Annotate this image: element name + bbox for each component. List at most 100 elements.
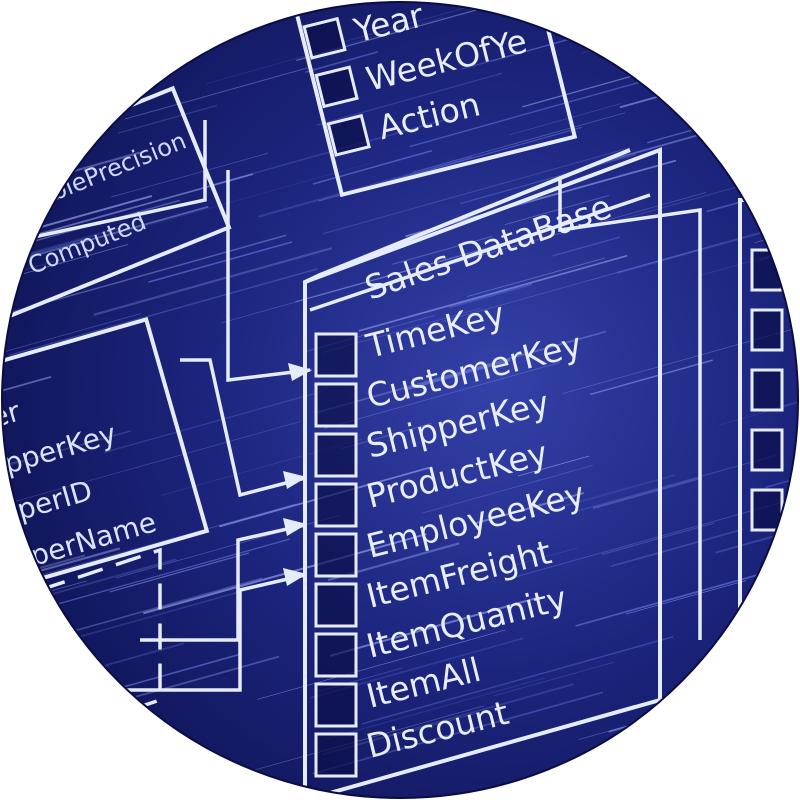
light-streak: [2, 430, 131, 473]
light-streak: [2, 376, 52, 397]
light-streak: [517, 455, 590, 477]
light-streak: [2, 107, 53, 147]
light-streak: [413, 712, 479, 732]
light-streak: [107, 162, 373, 238]
light-streak: [467, 257, 606, 297]
connector-line: [19, 120, 207, 242]
light-streak: [592, 476, 703, 510]
light-streak: [2, 244, 129, 296]
field-checkbox: [314, 632, 358, 678]
light-streak: [312, 691, 604, 775]
light-streak: [552, 236, 621, 257]
field-checkbox: [326, 113, 371, 157]
light-streak: [25, 173, 254, 239]
light-streak: [610, 528, 744, 568]
field-checkbox: [314, 582, 358, 628]
light-streak: [118, 104, 218, 134]
light-streak: [392, 235, 493, 265]
light-streak: [2, 2, 174, 18]
light-streak: [322, 683, 574, 756]
light-streak: [2, 554, 86, 607]
light-streak: [723, 24, 798, 95]
connector-line: [180, 358, 306, 498]
connector-line: [558, 180, 702, 640]
field-checkbox: [314, 432, 358, 478]
light-streak: [656, 716, 798, 764]
light-streak: [404, 359, 511, 391]
light-streak: [103, 390, 324, 454]
light-streak: [2, 580, 87, 630]
field-checkbox: [302, 16, 347, 60]
light-streak: [257, 155, 473, 218]
light-streak: [448, 283, 533, 309]
light-streak: [2, 133, 55, 171]
light-streak: [312, 149, 433, 185]
light-streak: [20, 2, 275, 11]
light-streak: [581, 6, 745, 54]
light-streak: [2, 23, 84, 56]
light-streak: [361, 636, 674, 725]
light-streak: [14, 503, 296, 584]
light-streak: [473, 492, 585, 525]
left-lower-table-frame: [2, 316, 210, 622]
field-checkbox: [314, 532, 358, 578]
light-streak: [777, 116, 798, 143]
light-streak: [313, 677, 546, 744]
light-streak: [2, 719, 126, 784]
light-streak: [2, 312, 142, 359]
light-streak: [148, 241, 293, 283]
light-streak: [2, 421, 301, 510]
light-streak: [50, 2, 330, 4]
light-streak: [775, 2, 798, 67]
light-streak: [52, 577, 263, 638]
field-checkbox: [314, 65, 359, 109]
light-streak: [197, 2, 274, 23]
light-streak: [2, 706, 94, 742]
field-checkbox: [314, 382, 358, 428]
light-streak: [459, 153, 637, 205]
field-checkbox: [750, 308, 784, 352]
field-checkbox: [750, 368, 784, 412]
light-streak: [771, 680, 798, 716]
light-streaks: [2, 2, 798, 784]
light-streak: [421, 464, 594, 514]
light-streak: [296, 2, 610, 61]
light-streak: [256, 629, 506, 700]
light-streak: [710, 37, 798, 85]
light-streak: [316, 72, 503, 126]
light-streak: [607, 157, 798, 224]
light-streak: [124, 67, 309, 120]
light-streak: [2, 665, 110, 700]
light-streak: [572, 454, 777, 513]
light-streak: [562, 306, 798, 394]
light-streak: [358, 254, 628, 332]
arrow-head: [288, 363, 312, 381]
arrow-head: [283, 518, 307, 536]
light-streak: [544, 474, 676, 513]
dashed-relationship-outline: [39, 547, 162, 722]
light-streak: [109, 552, 250, 593]
light-streak: [625, 580, 747, 615]
field-checkbox: [314, 682, 358, 728]
light-streak: [754, 2, 798, 3]
field-checkbox: [750, 248, 784, 292]
light-streak: [305, 51, 378, 73]
light-streak: [698, 713, 798, 759]
light-streak: [715, 471, 798, 554]
field-checkbox: [314, 732, 358, 778]
light-streak: [93, 247, 333, 316]
connector-line: [140, 523, 306, 642]
light-streak: [617, 226, 779, 274]
connector-line: [226, 170, 311, 382]
light-streak: [769, 553, 798, 640]
connector-line: [120, 573, 306, 692]
light-streak: [344, 3, 478, 43]
sales-table-header-edge: [304, 148, 631, 284]
header-divider: [309, 193, 651, 312]
right-table-frame: [738, 198, 798, 762]
light-streak: [575, 571, 767, 627]
